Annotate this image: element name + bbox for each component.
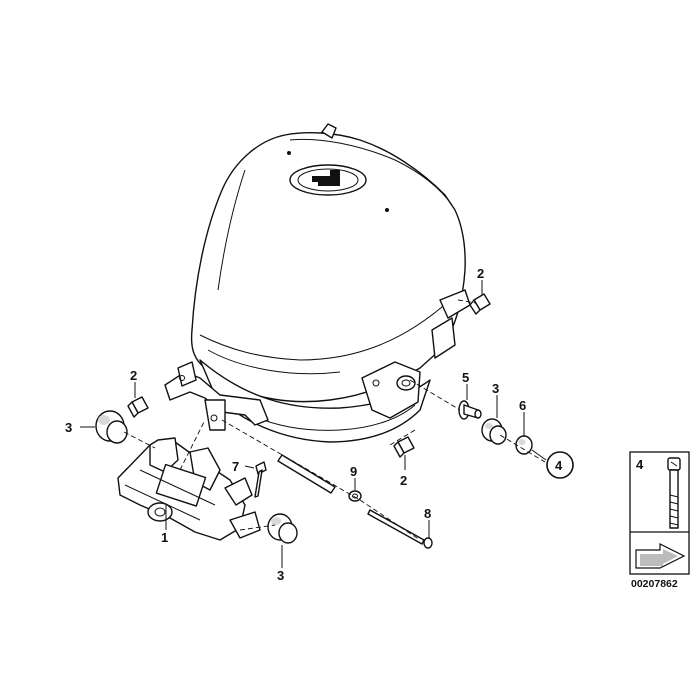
bolt-part-8 [367,509,433,549]
clip-nut-bottom [393,436,415,458]
leader-lines [80,280,547,568]
rubber-bushing-bottom [267,513,298,544]
callout-1: 1 [161,530,168,545]
callout-7: 7 [232,459,239,474]
callout-2-top: 2 [477,266,484,281]
filler-cap [287,151,389,212]
arrow-icon [635,543,686,569]
clip-nut-left [127,396,149,418]
cap-part-6 [515,435,533,455]
support-bracket [117,437,261,541]
washer-part-9 [348,490,362,502]
callouts: 1 2 2 2 3 3 3 5 6 7 8 9 4 [65,266,574,583]
assembly-lines [123,299,546,541]
legend-item-number: 4 [636,457,644,472]
callout-2-left: 2 [130,368,137,383]
callout-2-bottom: 2 [400,473,407,488]
callout-6: 6 [519,398,526,413]
tank-rear-bracket [164,361,269,431]
callout-4: 4 [555,458,563,473]
spacer-tube [277,454,336,494]
clip-nut-top [469,293,491,315]
rubber-bushing-right [481,418,507,445]
legend-box: 4 00207862 [629,451,690,590]
rubber-bushing-left [95,410,128,444]
tank-side-plate [361,361,421,419]
sleeve-part-5 [458,400,482,420]
callout-5: 5 [462,370,469,385]
callout-4-circle [546,451,574,479]
screw-part-7 [254,461,267,498]
callout-9: 9 [350,464,357,479]
callout-8: 8 [424,506,431,521]
callout-3-right: 3 [492,381,499,396]
legend-screw [667,457,681,529]
diagram-id: 00207862 [631,578,678,590]
callout-3-left: 3 [65,420,72,435]
callout-3-bottom: 3 [277,568,284,583]
